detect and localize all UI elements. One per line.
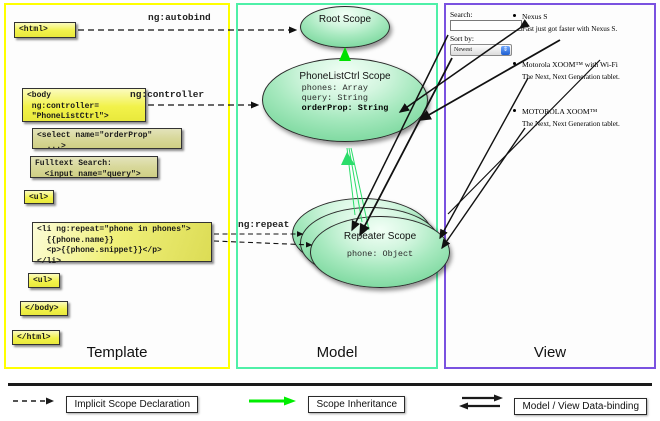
bullet-icon — [513, 62, 516, 65]
phone-snippet: Fast just got faster with Nexus S. — [522, 25, 618, 33]
scope-root-title: Root Scope — [318, 14, 372, 25]
double-arrow-icon — [458, 394, 504, 415]
code-box-fulltext: Fulltext Search: <input name="query"> — [30, 156, 158, 179]
code-box-li-repeat: <li ng:repeat="phone in phones"> {{phone… — [32, 222, 212, 266]
scope-prop-phones: phones: Array — [301, 82, 368, 93]
panel-template-label: Template — [86, 344, 148, 361]
scope-repeater: Repeater Scope phone: Object — [310, 216, 450, 288]
bullet-icon — [513, 14, 516, 17]
scope-prop-query: query: String — [301, 92, 368, 103]
code-box-ul-open: <ul> — [24, 190, 54, 204]
legend-item-implicit-scope: Implicit Scope Declaration — [12, 394, 199, 414]
panel-view-label: View — [533, 344, 567, 361]
stepper-icon[interactable]: ⇕ — [501, 46, 510, 55]
legend-label-scope-inheritance: Scope Inheritance — [308, 396, 406, 414]
view-content: Search: Sort by: Newest ⇕ Nexus S Fast j… — [450, 10, 652, 140]
search-label: Search: — [450, 10, 473, 19]
bullet-icon — [513, 109, 516, 112]
phone-snippet: The Next, Next Generation tablet. — [522, 120, 620, 128]
phone-list-item: MOTOROLA XOOM™ The Next, Next Generation… — [513, 107, 652, 128]
phone-snippet: The Next, Next Generation tablet. — [522, 73, 620, 81]
sort-label: Sort by: — [450, 34, 474, 43]
code-box-body: <body ng:controller= "PhoneListCtrl"> — [22, 88, 146, 122]
code-box-html: <html> — [14, 22, 76, 38]
scope-repeater-title: Repeater Scope — [343, 231, 417, 242]
scope-prop-orderprop: orderProp: String — [301, 102, 389, 113]
scope-root: Root Scope — [300, 6, 390, 48]
code-box-ul-close: <ul> — [28, 273, 60, 288]
legend-label-data-binding: Model / View Data-binding — [514, 397, 648, 415]
sort-select[interactable]: Newest ⇕ — [450, 44, 512, 56]
scope-phonelistctrl-props: phones: Array query: String orderProp: S… — [302, 83, 389, 114]
phone-name: MOTOROLA XOOM™ — [522, 107, 598, 116]
legend-item-scope-inheritance: Scope Inheritance — [248, 394, 406, 414]
panel-model-label: Model — [316, 344, 358, 361]
sort-select-value: Newest — [454, 47, 472, 53]
phone-name: Motorola XOOM™ with Wi-Fi — [522, 60, 618, 69]
legend-divider — [8, 383, 652, 386]
legend-label-implicit-scope: Implicit Scope Declaration — [66, 396, 199, 414]
code-box-select: <select name="orderProp" ...> — [32, 128, 182, 151]
connector-label-controller: ng:controller — [130, 89, 205, 100]
phone-list-item: Motorola XOOM™ with Wi-Fi The Next, Next… — [513, 60, 652, 81]
scope-repeater-props: phone: Object — [347, 249, 413, 259]
connector-label-repeat: ng:repeat — [238, 219, 290, 230]
code-box-body-close: </body> — [20, 301, 68, 316]
legend-item-data-binding: Model / View Data-binding — [458, 394, 648, 415]
scope-phonelistctrl-title: PhoneListCtrl Scope — [299, 71, 391, 82]
phone-list-item: Nexus S Fast just got faster with Nexus … — [513, 12, 652, 33]
code-box-html-close: </html> — [12, 330, 60, 345]
green-arrow-icon — [248, 394, 298, 412]
scope-phonelistctrl: PhoneListCtrl Scope phones: Array query:… — [262, 58, 428, 142]
phone-name: Nexus S — [522, 12, 548, 21]
scope-prop-phone: phone: Object — [346, 248, 414, 259]
search-input[interactable] — [450, 20, 522, 31]
connector-label-autobind: ng:autobind — [148, 12, 211, 23]
dashed-arrow-icon — [12, 394, 56, 412]
